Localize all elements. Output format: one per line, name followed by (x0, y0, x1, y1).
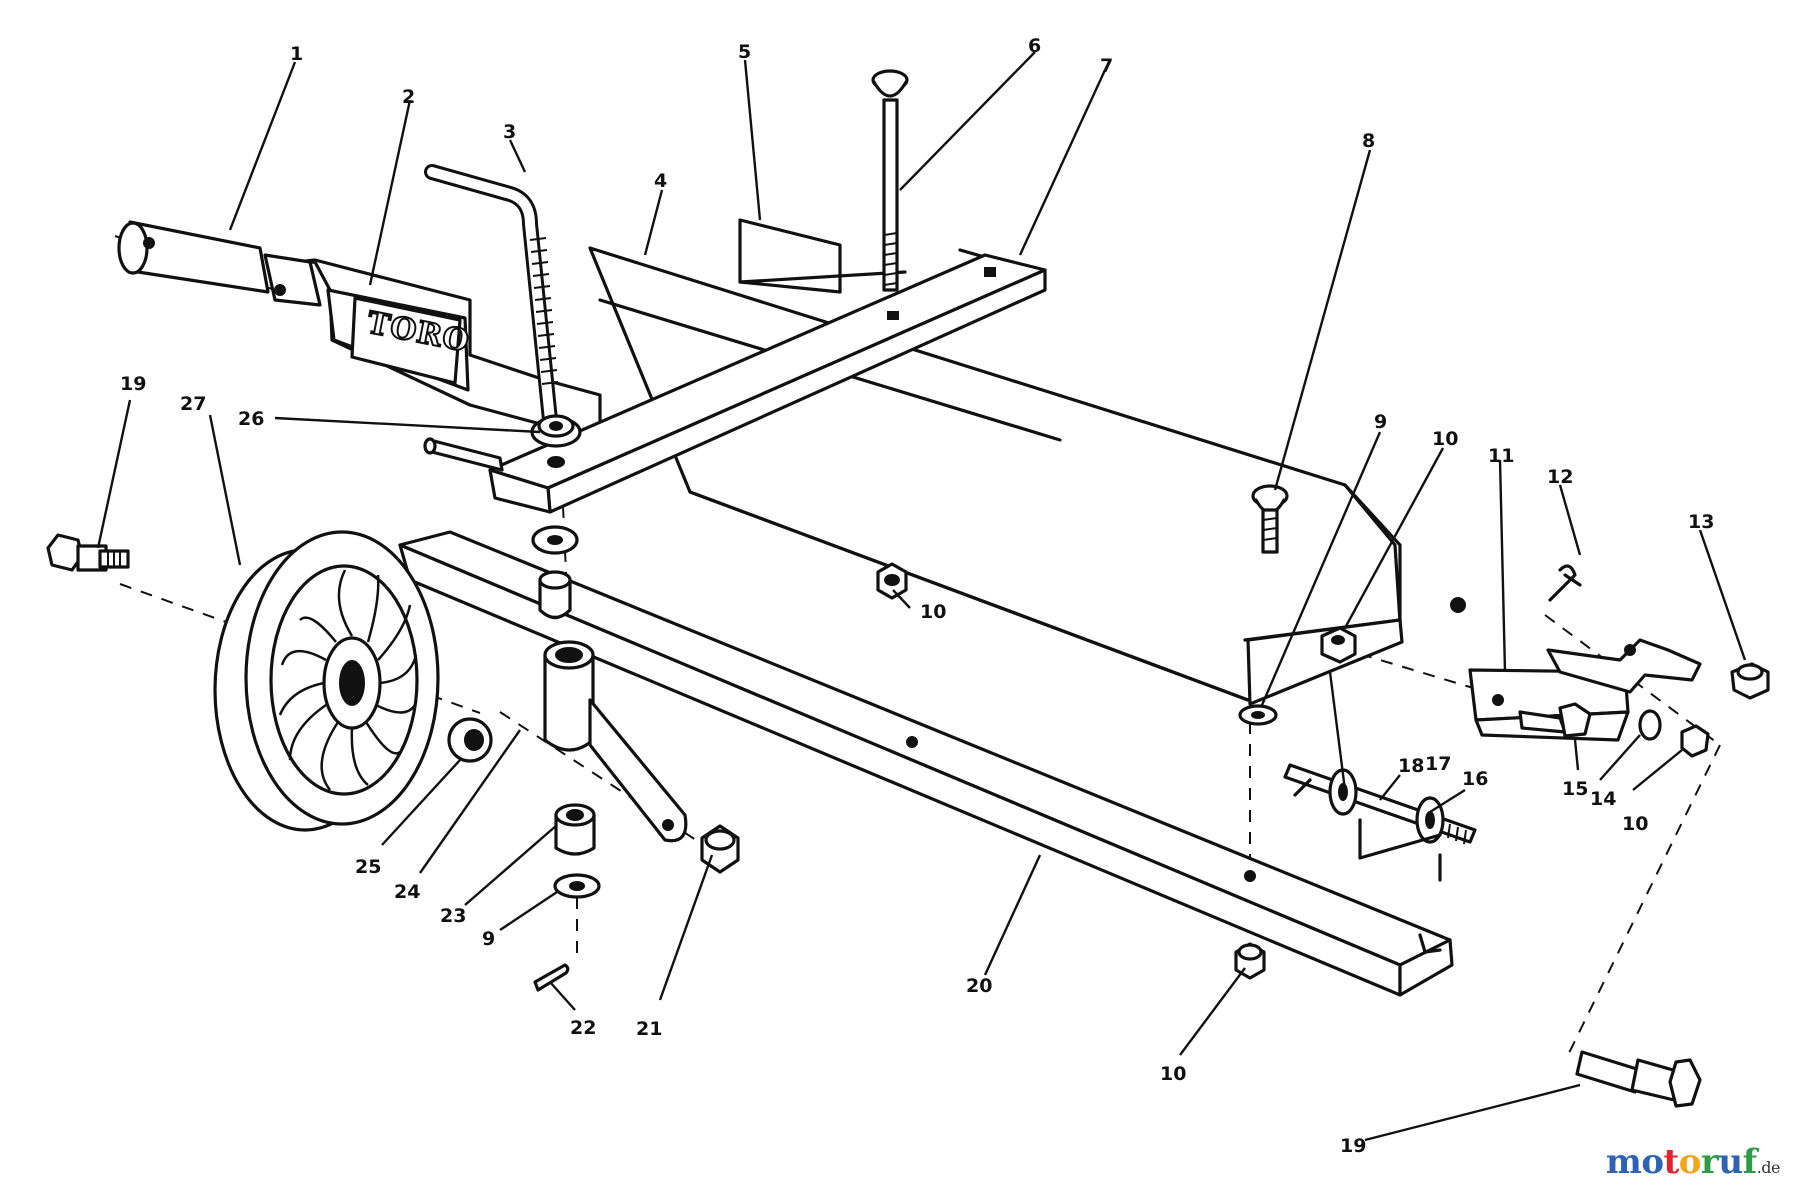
callout-4: 4 (654, 170, 667, 192)
callout-10-bracket: 10 (1432, 428, 1458, 450)
axle-rod (1283, 763, 1477, 882)
callout-3: 3 (503, 121, 516, 143)
callout-18: 18 (1398, 755, 1424, 777)
watermark-letter: m (1605, 1142, 1642, 1182)
nut-10-bracket (1320, 626, 1357, 664)
callout-2: 2 (402, 86, 415, 108)
callout-25: 25 (355, 856, 381, 878)
callout-24: 24 (394, 881, 420, 903)
watermark-letters: motoruf (1606, 1142, 1757, 1182)
pivot-rod (423, 437, 504, 472)
callout-6: 6 (1028, 35, 1041, 57)
callout-8: 8 (1362, 130, 1375, 152)
watermark-logo: motoruf.de (1606, 1142, 1781, 1182)
callout-17: 17 (1425, 753, 1451, 775)
callout-13: 13 (1688, 511, 1714, 533)
watermark-letter: f (1742, 1142, 1758, 1182)
callout-12: 12 (1547, 466, 1573, 488)
washer-25 (447, 717, 493, 763)
callout-15: 15 (1562, 778, 1588, 800)
callout-21: 21 (636, 1018, 662, 1040)
callout-7: 7 (1100, 55, 1113, 77)
callout-5: 5 (738, 41, 751, 63)
shoulder-bolt-left (46, 533, 130, 572)
shoulder-bolt-right (1575, 1050, 1702, 1108)
callout-10-bottom: 10 (1160, 1063, 1186, 1085)
callout-26: 26 (238, 408, 264, 430)
cross-bar (488, 253, 1047, 514)
callout-23: 23 (440, 905, 466, 927)
callout-19-right: 19 (1340, 1135, 1366, 1157)
callout-16: 16 (1462, 768, 1488, 790)
washer-9-right (1238, 704, 1278, 726)
watermark-letter: o (1678, 1142, 1702, 1182)
carriage-bolt-long (871, 69, 909, 292)
height-adjust-rod (424, 164, 559, 428)
callout-20: 20 (966, 975, 992, 997)
callout-22: 22 (570, 1017, 596, 1039)
right-bracket (1468, 564, 1770, 758)
front-bracket (738, 218, 907, 294)
watermark-letter: t (1663, 1142, 1680, 1182)
callout-9-left: 9 (482, 928, 495, 950)
callout-10-right: 10 (1622, 813, 1648, 835)
wheel-assembly (213, 530, 440, 832)
watermark-letter: r (1700, 1142, 1719, 1182)
nut-10-center (876, 562, 908, 600)
leader-lines (96, 51, 1747, 1142)
callout-9-right: 9 (1374, 411, 1387, 433)
nut-26 (530, 414, 582, 448)
callout-labels: 1 2 3 4 5 6 7 8 9 10 11 12 13 10 18 17 1… (120, 35, 1714, 1157)
carriage-bolt-short (1251, 484, 1289, 554)
callout-1: 1 (290, 43, 303, 65)
watermark-letter: o (1641, 1142, 1664, 1182)
callout-27: 27 (180, 393, 206, 415)
callout-19-left: 19 (120, 373, 146, 395)
watermark-letter: u (1718, 1142, 1743, 1182)
pivot-assembly (531, 525, 688, 992)
watermark-suffix: .de (1756, 1158, 1781, 1177)
callout-10-center: 10 (920, 601, 946, 623)
callout-11: 11 (1488, 445, 1514, 467)
callout-14: 14 (1590, 788, 1616, 810)
